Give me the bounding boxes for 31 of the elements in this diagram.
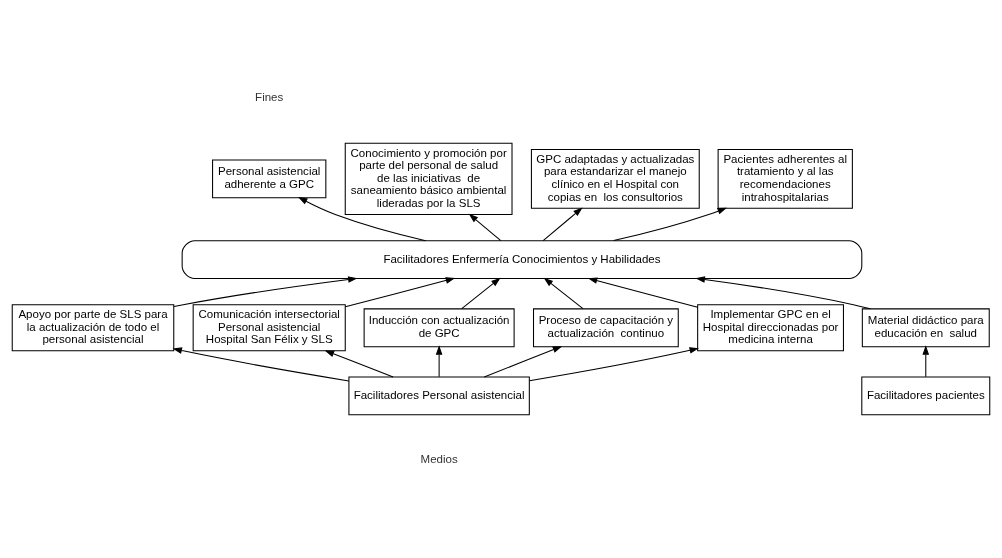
arrow	[435, 345, 443, 378]
node-box: Facilitadores pacientes	[861, 376, 991, 416]
arrow	[468, 213, 502, 242]
node-box: Facilitadores Enfermería Conocimientos y Habilidades	[181, 240, 863, 279]
arrow	[922, 345, 930, 378]
arrow	[173, 276, 358, 307]
node-box: Pacientes adherentes al tratamiento y al las recomendaciones intrahospitalarias	[717, 148, 853, 209]
arrow	[483, 346, 563, 378]
node-box: Implementar GPC en el Hospital direccionadas por medicina interna	[697, 304, 844, 352]
label: Medios	[420, 452, 458, 465]
arrow	[529, 347, 699, 382]
arrow	[324, 350, 394, 378]
arrow	[543, 277, 584, 310]
arrow	[298, 197, 427, 242]
arrow	[172, 347, 350, 382]
node-box: Facilitadores Personal asistencial	[348, 376, 530, 416]
arrow	[695, 276, 871, 310]
arrow	[587, 277, 699, 308]
node-box: Proceso de capacitación y actualización continuo	[533, 308, 679, 348]
node-box: Material didáctico para educación en salud	[861, 308, 990, 348]
node-box: GPC adaptadas y actualizadas para estandarizar el manejo clínico en el Hospital con copias en los consultorios	[530, 148, 700, 209]
arrow	[542, 207, 583, 242]
node-box: Inducción con actualización de GPC	[363, 308, 515, 348]
node-box: Apoyo por parte de SLS para la actualización de todo el personal asistencial	[11, 304, 175, 352]
arrow	[344, 277, 456, 308]
arrow	[613, 207, 727, 242]
label: Fines	[255, 91, 284, 104]
node-box: Personal asistencial adherente a GPC	[212, 159, 327, 199]
node-box: Conocimiento y promoción por parte del personal de salud de las iniciativas de saneamiento básico ambiental lideradas por la SLS	[344, 142, 513, 216]
node-box: Comunicación intersectorial Personal asistencial Hospital San Félix y SLS	[192, 304, 346, 352]
arrow	[461, 277, 501, 310]
